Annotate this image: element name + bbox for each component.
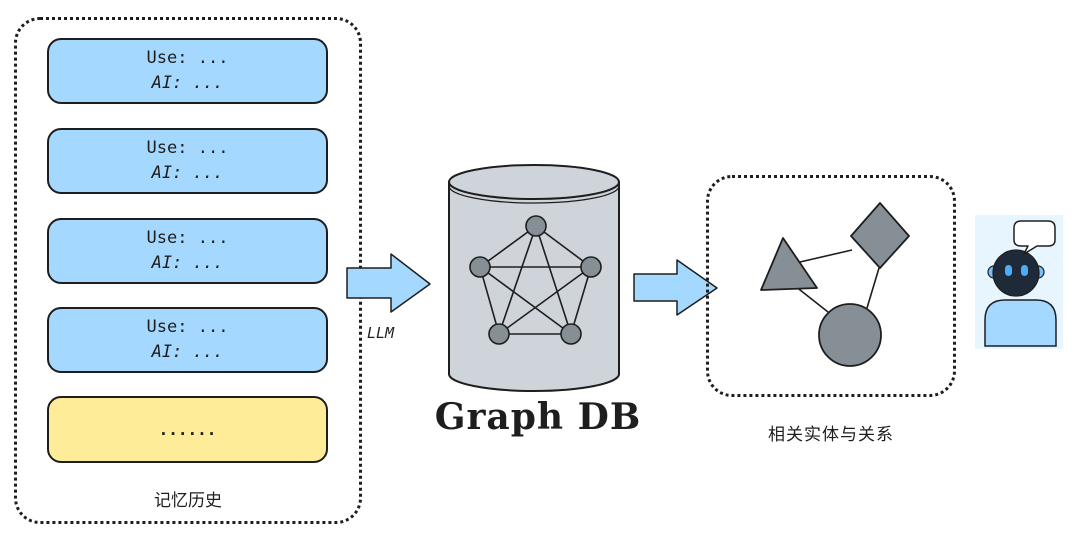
chat-ai-line: AI: ... — [151, 253, 224, 273]
chat-card: Use: ... AI: ... — [47, 38, 328, 104]
chat-user-line: Use: ... — [146, 317, 229, 337]
ellipsis-card: ...... — [47, 396, 328, 463]
chat-ai-line: AI: ... — [151, 163, 224, 183]
chat-card: Use: ... AI: ... — [47, 307, 328, 373]
entities-frame — [706, 175, 956, 397]
graph-db-label: Graph DB — [434, 396, 642, 438]
circle-icon — [818, 303, 882, 367]
entities-label: 相关实体与关系 — [768, 425, 894, 445]
entity-edges — [794, 249, 880, 313]
triangle-icon — [760, 237, 818, 291]
arrow-right-icon — [346, 253, 431, 313]
chat-card: Use: ... AI: ... — [47, 218, 328, 284]
chat-ai-line: AI: ... — [151, 73, 224, 93]
speech-bubble-icon — [1013, 220, 1056, 255]
database-cylinder-icon — [448, 164, 620, 392]
chat-user-line: Use: ... — [146, 138, 229, 158]
pentagon-graph-icon — [479, 225, 592, 335]
chat-user-line: Use: ... — [146, 48, 229, 68]
llm-label: LLM — [367, 324, 395, 342]
graph-node — [469, 215, 602, 345]
chat-user-line: Use: ... — [146, 228, 229, 248]
memory-history-label: 记忆历史 — [154, 491, 222, 511]
chat-card: Use: ... AI: ... — [47, 128, 328, 194]
ellipsis-text: ...... — [158, 420, 217, 439]
diamond-icon — [850, 202, 910, 269]
arrow-right-icon — [633, 259, 718, 316]
chat-ai-line: AI: ... — [151, 342, 224, 362]
